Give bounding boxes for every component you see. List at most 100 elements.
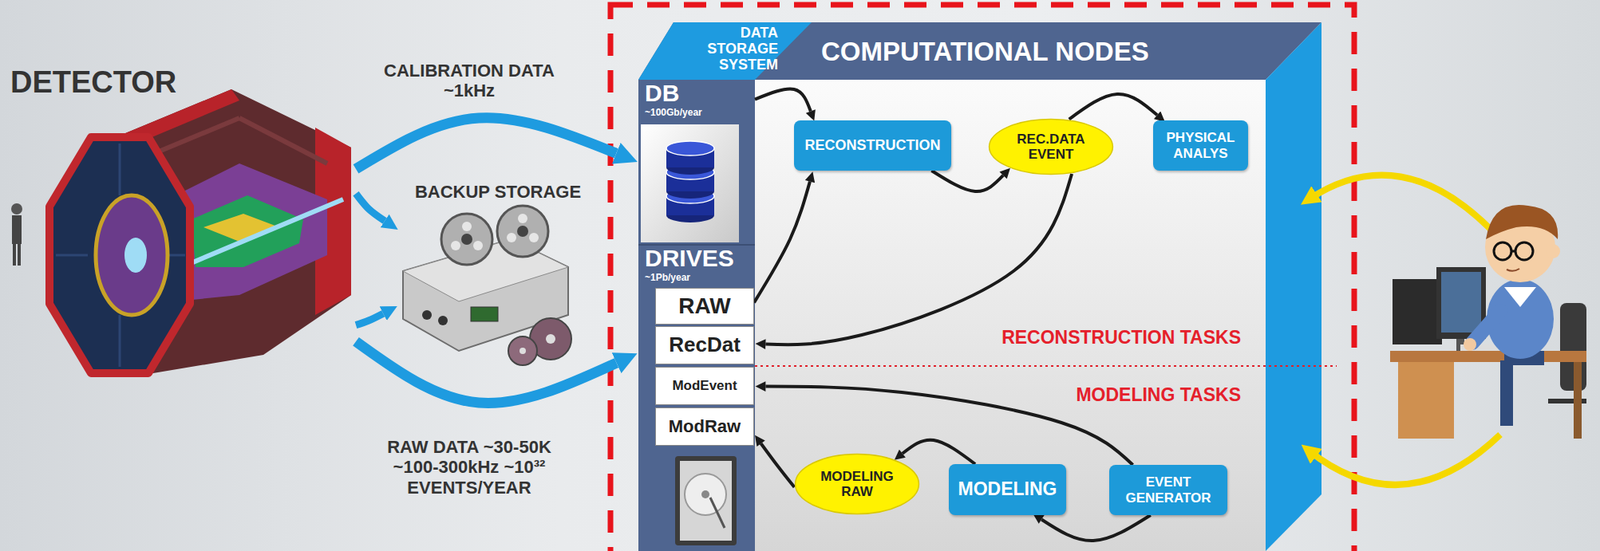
- task-zone-label: MODELING TASKS: [1075, 384, 1241, 406]
- boundary-dashed: [610, 4, 1355, 551]
- tape-recorder-illustration: [441, 213, 493, 265]
- storage-and-compute-housing: [638, 22, 1322, 551]
- backup-storage: BACKUP STORAGE: [397, 178, 599, 368]
- tape-recorder-illustration: [519, 347, 526, 355]
- user-illustration: [1390, 205, 1587, 439]
- hard-drive-icon: [679, 461, 732, 542]
- database-icon: [666, 141, 715, 156]
- user-illustration: [1493, 242, 1512, 261]
- flow-arrow: [1069, 94, 1158, 120]
- detector-illustration: [95, 195, 168, 316]
- section-heading: COMPUTATIONAL NODES: [821, 36, 1150, 68]
- hard-drive-icon: [684, 474, 727, 516]
- data-ellipse: REC.DATA EVENT: [987, 118, 1115, 176]
- database-icon: [640, 124, 739, 243]
- tape-recorder-illustration: [517, 213, 528, 224]
- storage-and-compute-housing: [638, 79, 755, 551]
- box-label: MODELING RAW: [817, 469, 897, 500]
- user-illustration: [1463, 338, 1477, 352]
- flow-arrow: [1041, 515, 1151, 542]
- tape-recorder-illustration: [506, 233, 517, 243]
- person-scale-figure: [11, 215, 22, 245]
- user-illustration: [1398, 362, 1454, 439]
- storage-and-compute-housing: [1265, 22, 1322, 551]
- user-arrows: [1308, 175, 1501, 486]
- hard-drive-icon: [675, 456, 737, 546]
- person-scale-figure: [11, 203, 23, 266]
- box-label: PHYSICAL ANALYS: [1161, 130, 1241, 161]
- flow-arrow: [355, 118, 617, 170]
- hard-drive-icon: [701, 490, 710, 499]
- user-illustration: [1506, 268, 1520, 272]
- tape-recorder-illustration: [470, 307, 498, 322]
- computational-nodes: COMPUTATIONAL NODESRECONSTRUCTIONREC.DAT…: [754, 79, 1266, 551]
- detector-illustration: [167, 254, 186, 257]
- user-illustration: [1392, 279, 1442, 345]
- flow-label: RAW DATA ~30-50K ~100-300kHz ~10³² EVENT…: [373, 437, 565, 498]
- flow-label: CALIBRATION DATA ~1kHz: [373, 60, 565, 102]
- person-scale-figure: [11, 203, 23, 215]
- tape-recorder-illustration: [450, 240, 461, 251]
- detector-illustration: [55, 254, 88, 257]
- person-scale-figure: [17, 243, 21, 266]
- box-label: MODELING: [958, 479, 1058, 501]
- box-label: RecDat: [668, 333, 741, 357]
- user-illustration: [1560, 303, 1587, 392]
- tape-recorder-illustration: [462, 221, 472, 232]
- process-box: EVENT GENERATOR: [1109, 465, 1228, 516]
- flow-arrow: [355, 313, 384, 325]
- detector-illustration: [49, 89, 352, 376]
- user-illustration: [1500, 360, 1514, 427]
- flow-arrow: [902, 440, 976, 465]
- tape-recorder-illustration: [517, 225, 529, 238]
- detector-illustration: [118, 143, 122, 196]
- user-illustration: [1515, 242, 1533, 261]
- flow-arrow: [355, 193, 385, 222]
- storage-slot: ModEvent: [655, 367, 755, 406]
- detector-illustration: [239, 118, 328, 164]
- user-illustration: [1511, 250, 1516, 253]
- tape-recorder-illustration: [497, 205, 549, 257]
- user-illustration: [1390, 351, 1587, 363]
- section-heading: BACKUP STORAGE: [397, 181, 599, 202]
- hard-drive-icon: [675, 456, 737, 546]
- box-label: ModRaw: [668, 417, 741, 438]
- task-zone-label: RECONSTRUCTION TASKS: [1001, 327, 1241, 348]
- box-label: RECONSTRUCTION: [805, 137, 941, 154]
- storage-and-compute-housing: [638, 244, 755, 246]
- user-illustration: [1441, 272, 1482, 333]
- box-label: ModEvent: [671, 378, 737, 394]
- flow-arrow: [754, 89, 811, 112]
- drives-section: DRIVES~1Pb/yearRAWRecDatModEventModRaw: [638, 244, 755, 551]
- tape-recorder-illustration: [422, 310, 432, 320]
- detector: DETECTOR: [7, 62, 356, 392]
- boundary-dashed: [610, 4, 1355, 551]
- detector-illustration: [49, 137, 190, 374]
- storage-slot: RAW: [655, 288, 755, 325]
- tape-recorder-illustration: [473, 240, 483, 251]
- flow-arrow: [765, 173, 1072, 345]
- process-box: RECONSTRUCTION: [794, 120, 952, 171]
- storage-and-compute-housing: [638, 22, 1322, 80]
- flow-arrow: [761, 443, 795, 488]
- storage-slot: RecDat: [655, 326, 755, 365]
- tape-recorder-illustration: [461, 233, 473, 245]
- flow-arrow: [931, 170, 1004, 192]
- tape-recorder-illustration: [508, 336, 538, 366]
- ellipse-shape: [989, 118, 1114, 174]
- box-label: RAW: [678, 293, 731, 319]
- ellipse-shape: [795, 454, 920, 515]
- user-arrows: [1308, 175, 1501, 240]
- user-illustration: [1485, 205, 1558, 240]
- user-illustration: [1504, 287, 1537, 308]
- storage-slot: ModRaw: [655, 407, 755, 447]
- section-heading: DB: [644, 81, 680, 106]
- data-storage-system: DATA STORAGE SYSTEMDB~100Gb/yearDRIVES~1…: [638, 79, 755, 551]
- section-heading: DATA STORAGE SYSTEM: [682, 25, 779, 73]
- flow-arrow: [754, 181, 810, 304]
- process-box: MODELING: [948, 464, 1067, 516]
- section-heading: DETECTOR: [10, 65, 177, 101]
- database-icon: [640, 124, 739, 243]
